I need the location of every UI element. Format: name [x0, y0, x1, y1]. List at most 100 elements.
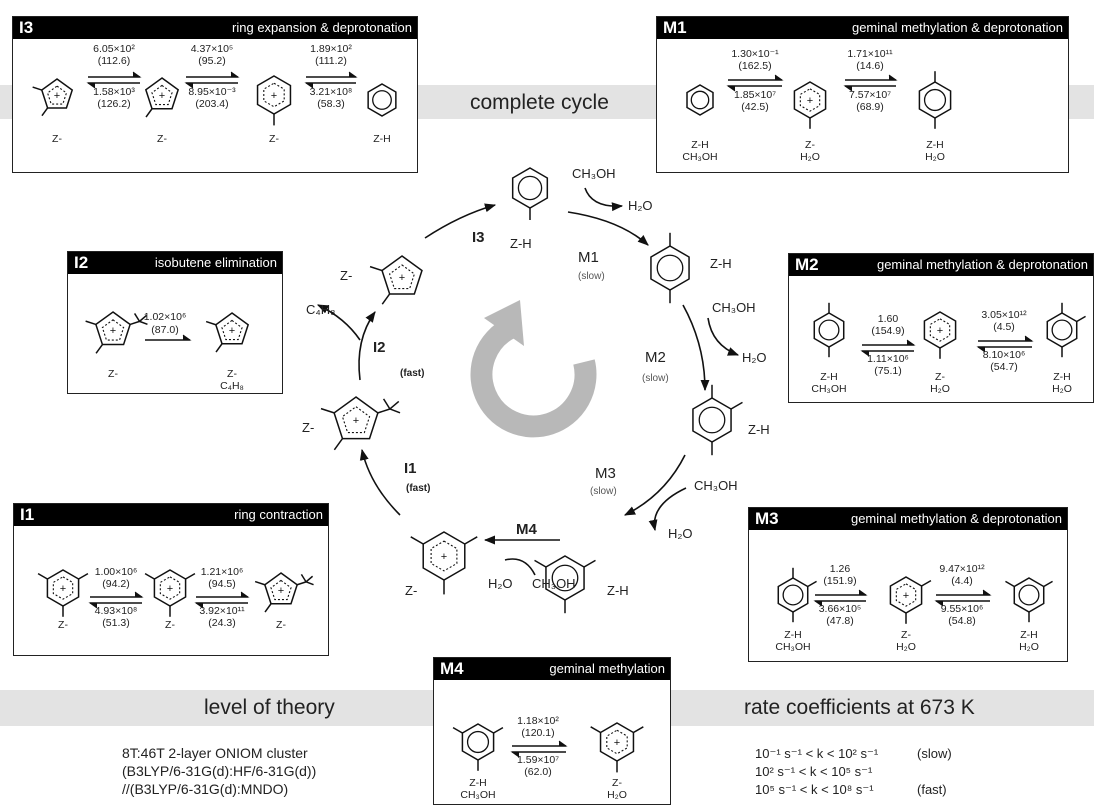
panel-I3: I3 ring expansion & deprotonation	[12, 16, 418, 173]
k-rev: 1.58×10³	[93, 86, 135, 98]
k-fwd: 1.89×10²	[310, 43, 352, 55]
theory-line: (B3LYP/6-31G(d):HF/6-31G(d))	[122, 763, 317, 779]
speed-M1: (slow)	[578, 271, 605, 282]
svg-text:+: +	[614, 737, 620, 749]
arrow-m1	[567, 211, 649, 246]
equilibrium-arrow	[86, 71, 142, 89]
dg-rev: (51.3)	[102, 617, 129, 629]
dg-fwd: (4.4)	[951, 575, 973, 587]
k-fwd: 3.05×10¹²	[981, 309, 1027, 321]
rate-title: rate coefficients at 673 K	[744, 696, 975, 719]
benzene-ring	[367, 83, 397, 117]
label: Z-	[108, 368, 118, 380]
species-z-m4: Z-	[405, 583, 417, 598]
svg-text:+: +	[278, 585, 284, 597]
panel-I1: I1 ring contraction	[13, 503, 329, 656]
benzene-ring	[650, 232, 690, 304]
k-fwd: 1.60	[878, 313, 899, 325]
speed-M2: (slow)	[642, 373, 669, 384]
species-z-i1: Z-	[302, 420, 314, 435]
k-fwd: 6.05×10²	[93, 43, 135, 55]
panel-id: M1	[663, 18, 687, 37]
reagent-h2o-m3: H₂O	[668, 526, 693, 541]
reagent-ch3oh-m3: CH₃OH	[694, 478, 738, 493]
cyclopentenyl-ring: +	[85, 311, 148, 354]
panel-header: M3 geminal methylation & deprotonation	[749, 508, 1067, 530]
benzene-ring	[1005, 577, 1053, 623]
step-M3: M3	[595, 465, 616, 482]
label: Z-	[227, 368, 237, 380]
k-rev: 3.66×10⁵	[819, 603, 862, 615]
label: Z-	[276, 619, 286, 631]
panel-header: M2 geminal methylation & deprotonation	[789, 254, 1093, 276]
k-fwd: 1.26	[830, 563, 851, 575]
label: C₄H₈	[220, 380, 244, 392]
dg-rev: (126.2)	[97, 98, 130, 110]
panel-header: I2 isobutene elimination	[68, 252, 282, 274]
k-fwd: 1.21×10⁶	[201, 566, 244, 578]
species-zh-m3: Z-H	[607, 583, 629, 598]
equilibrium-arrow	[813, 589, 868, 607]
dg-rev: (24.3)	[208, 617, 235, 629]
panel-header: I3 ring expansion & deprotonation	[13, 17, 417, 39]
benzene-ring	[918, 71, 952, 129]
label: H₂O	[607, 789, 627, 801]
step-I3: I3	[472, 229, 485, 246]
k-rev: 3.21×10⁸	[310, 86, 353, 98]
svg-text:+: +	[937, 325, 943, 337]
species-zh-m2: Z-H	[748, 422, 770, 437]
rate-range: 10² s⁻¹ < k < 10⁵ s⁻¹	[755, 764, 873, 779]
label: CH₃OH	[775, 641, 810, 653]
dg-rev: (75.1)	[874, 365, 901, 377]
dg-fwd: (162.5)	[738, 60, 771, 72]
label: H₂O	[896, 641, 916, 653]
svg-text:+: +	[271, 90, 277, 102]
dg-fwd: (111.2)	[315, 55, 347, 67]
svg-text:+: +	[399, 272, 405, 284]
svg-text:+: +	[229, 325, 235, 337]
reagent-h2o-m1: H₂O	[628, 198, 653, 213]
dg-fwd: (154.9)	[871, 325, 904, 337]
cation-ring: +	[923, 311, 957, 359]
panel-id: I1	[20, 505, 35, 524]
k-fwd: 9.47×10¹²	[939, 563, 985, 575]
k-rev: 1.11×10⁶	[867, 353, 909, 365]
equilibrium-arrow	[843, 74, 898, 92]
k-fwd: 1.18×10²	[517, 715, 559, 727]
svg-text:+: +	[807, 95, 813, 107]
rate-range: 10⁵ s⁻¹ < k < 10⁸ s⁻¹	[755, 782, 874, 797]
panel-M4: M4 geminal methylation	[433, 657, 671, 805]
label: H₂O	[930, 383, 950, 395]
step-M2: M2	[645, 349, 666, 366]
reagent-ch3oh-m4: CH₃OH	[532, 576, 576, 591]
panel-description: geminal methylation & deprotonation	[851, 20, 1063, 35]
panel-id: M4	[440, 659, 464, 678]
species-zh-top: Z-H	[510, 236, 532, 251]
k-fwd: 1.71×10¹¹	[847, 48, 893, 60]
k-rev: 4.93×10⁸	[95, 605, 138, 617]
label: Z-	[157, 133, 167, 145]
reagent-ch3oh-m1: CH₃OH	[572, 166, 616, 181]
speed-I1: (fast)	[406, 483, 430, 494]
k-rev: 8.10×10⁶	[983, 349, 1026, 361]
dg-rev: (54.7)	[990, 361, 1017, 373]
label: Z-H	[373, 133, 391, 145]
arrow-m2	[682, 304, 710, 392]
panel-M3: M3 geminal methylation & deprotonation	[748, 507, 1068, 662]
label: Z-	[58, 619, 68, 631]
step-M1: M1	[578, 249, 599, 266]
panel-description: isobutene elimination	[154, 255, 277, 270]
arrow-i2	[358, 311, 376, 381]
svg-text:+: +	[60, 583, 66, 595]
dg-rev: (58.3)	[317, 98, 344, 110]
panel-arrows	[86, 71, 1034, 758]
dg-rev: (54.8)	[948, 615, 975, 627]
svg-text:+: +	[54, 90, 60, 102]
reagent-h2o-m2: H₂O	[742, 350, 767, 365]
rate-label: (fast)	[917, 782, 947, 797]
panel-id: M3	[755, 509, 779, 528]
panel-I2: I2 isobutene elimination	[67, 251, 283, 394]
dg-rev: (47.8)	[826, 615, 853, 627]
k-rev: 1.85×10⁷	[734, 89, 776, 101]
cation-ring: +	[793, 81, 827, 129]
